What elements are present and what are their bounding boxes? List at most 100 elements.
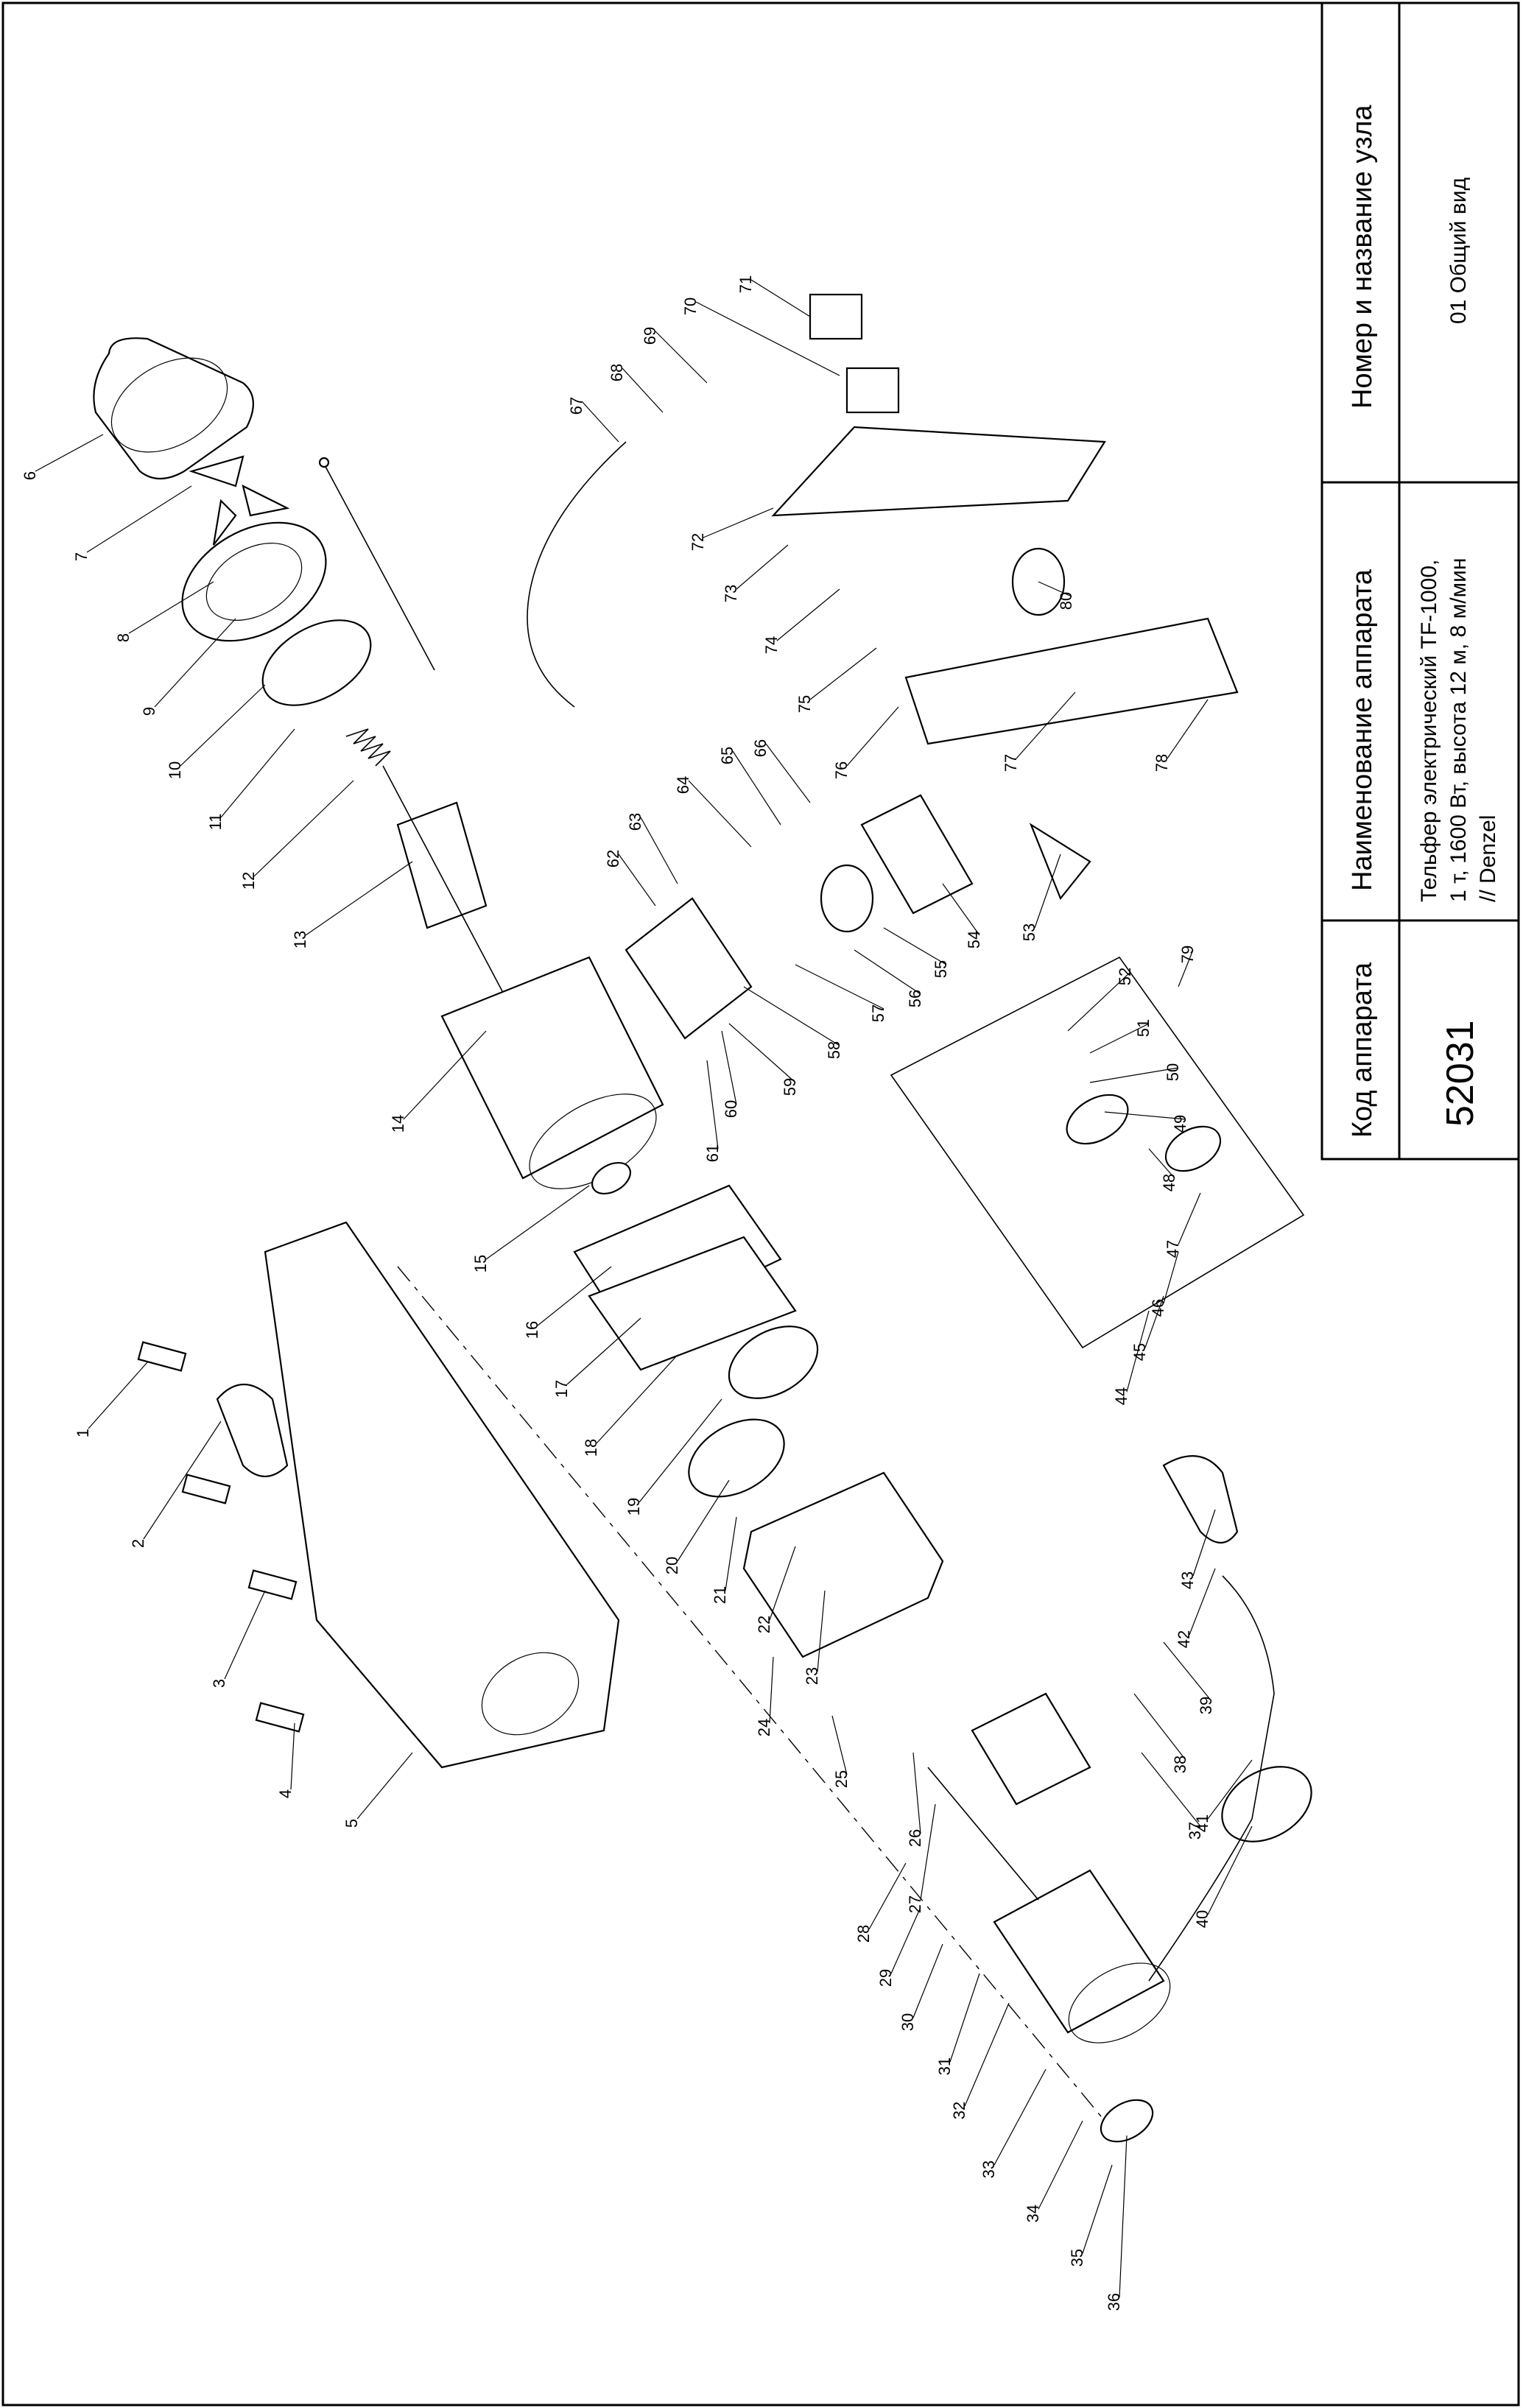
part-shapes <box>93 293 1312 2143</box>
part-number-43: 43 <box>1178 1571 1197 1589</box>
part-number-22: 22 <box>755 1616 773 1633</box>
leader-line-29 <box>890 1907 921 1974</box>
node-header: Номер и название узла <box>1347 105 1378 409</box>
leader-line-25 <box>831 1715 848 1775</box>
leader-line-37 <box>1141 1752 1201 1827</box>
leader-line-64 <box>688 780 752 848</box>
gear-20-shape <box>688 1418 785 1498</box>
leader-line-23 <box>817 1590 826 1672</box>
part-number-11: 11 <box>206 814 225 831</box>
part-number-66: 66 <box>751 739 770 757</box>
part-number-48: 48 <box>1160 1174 1178 1191</box>
leader-line-22 <box>769 1546 796 1621</box>
bolt-3-shape <box>247 1569 298 1600</box>
part-number-28: 28 <box>854 1925 873 1943</box>
part-number-57: 57 <box>869 1004 887 1022</box>
part-number-50: 50 <box>1164 1063 1182 1081</box>
leader-line-61 <box>706 1060 719 1150</box>
leader-line-10 <box>180 684 266 767</box>
part-number-labels: 1234567891011121314151617181920212223242… <box>21 275 1253 2311</box>
hanger-bracket-shape <box>216 1383 289 1477</box>
part-number-71: 71 <box>736 275 755 293</box>
part-number-34: 34 <box>1024 2205 1042 2222</box>
part-number-32: 32 <box>950 2102 968 2119</box>
pendant-77-shape <box>904 617 1239 745</box>
leader-line-49 <box>1104 1111 1186 1120</box>
leader-line-46 <box>1163 1251 1179 1304</box>
part-number-65: 65 <box>718 747 736 764</box>
leader-line-45 <box>1144 1295 1164 1348</box>
name-value-line-3: // Denzel <box>1476 815 1500 902</box>
part-number-27: 27 <box>906 1895 924 1913</box>
part-number-78: 78 <box>1153 754 1171 772</box>
part-number-29: 29 <box>876 1969 895 1987</box>
part-number-19: 19 <box>625 1498 643 1515</box>
part-number-39: 39 <box>1197 1697 1215 1714</box>
leader-line-76 <box>846 706 899 767</box>
leader-line-21 <box>725 1516 737 1591</box>
part-number-51: 51 <box>1134 1019 1153 1037</box>
part-number-56: 56 <box>906 990 924 1007</box>
part-number-75: 75 <box>795 695 814 713</box>
bearing-36-shape <box>1100 2099 1154 2143</box>
part-number-36: 36 <box>1105 2293 1123 2311</box>
leader-line-71 <box>750 279 811 317</box>
cover-54-shape <box>860 794 974 915</box>
leader-line-57 <box>795 964 884 1010</box>
leader-line-30 <box>912 1943 943 2018</box>
leader-line-5 <box>356 1752 413 1820</box>
rod-shape <box>323 463 435 671</box>
part-number-23: 23 <box>803 1667 821 1685</box>
gearbox-shape <box>742 1471 944 1658</box>
rod-end-shape <box>318 457 330 468</box>
leader-line-43 <box>1192 1509 1216 1577</box>
leader-line-41 <box>1207 1759 1253 1820</box>
bolt-1-shape <box>137 1341 187 1372</box>
limit-switch-wheel-shape <box>1164 1125 1222 1172</box>
leader-line-2 <box>143 1420 222 1540</box>
part-number-4: 4 <box>276 1789 295 1798</box>
leader-line-4 <box>290 1722 295 1790</box>
gear-ring-shape <box>181 521 327 642</box>
title-block: Номер и название узла 01 Общий вид Наиме… <box>1320 1 1520 1161</box>
name-value-line-2: 1 т, 1600 Вт, высота 12 м, 8 м/мин <box>1446 558 1471 903</box>
part-number-72: 72 <box>689 533 707 551</box>
leader-line-60 <box>721 1030 737 1105</box>
part-number-20: 20 <box>663 1557 681 1574</box>
capacitor-55-shape <box>820 864 874 933</box>
frame-shape <box>264 1221 620 1769</box>
part-number-60: 60 <box>722 1100 740 1118</box>
name-header: Наименование аппарата <box>1347 568 1378 891</box>
part-number-67: 67 <box>567 397 585 415</box>
fan-shape <box>189 455 290 546</box>
part-number-33: 33 <box>979 2161 998 2178</box>
leader-line-19 <box>639 1398 722 1503</box>
part-number-54: 54 <box>965 931 983 948</box>
part-number-68: 68 <box>608 364 626 381</box>
leader-line-18 <box>596 1354 678 1444</box>
leader-line-72 <box>703 507 774 538</box>
bearing-15-shape <box>591 1161 631 1195</box>
leader-line-66 <box>765 743 811 803</box>
part-number-17: 17 <box>552 1380 571 1398</box>
part-number-12: 12 <box>239 872 258 890</box>
part-number-47: 47 <box>1164 1240 1182 1258</box>
code-value: 52031 <box>1439 1020 1482 1127</box>
name-value-line-1: Тельфер электрический TF-1000, <box>1417 560 1441 902</box>
part-number-70: 70 <box>681 298 700 315</box>
part-number-76: 76 <box>832 761 851 779</box>
part-number-3: 3 <box>210 1679 228 1688</box>
leader-line-27 <box>920 1803 936 1901</box>
cable-67-shape <box>527 441 627 708</box>
leader-line-67 <box>581 401 619 443</box>
leader-line-79 <box>1178 949 1194 988</box>
leader-line-44 <box>1126 1310 1150 1393</box>
leader-line-26 <box>912 1752 921 1834</box>
terminal-box-shape <box>625 897 753 1040</box>
part-number-6: 6 <box>21 471 39 480</box>
part-number-44: 44 <box>1112 1387 1130 1405</box>
part-number-24: 24 <box>755 1719 773 1736</box>
leader-line-12 <box>253 780 354 877</box>
